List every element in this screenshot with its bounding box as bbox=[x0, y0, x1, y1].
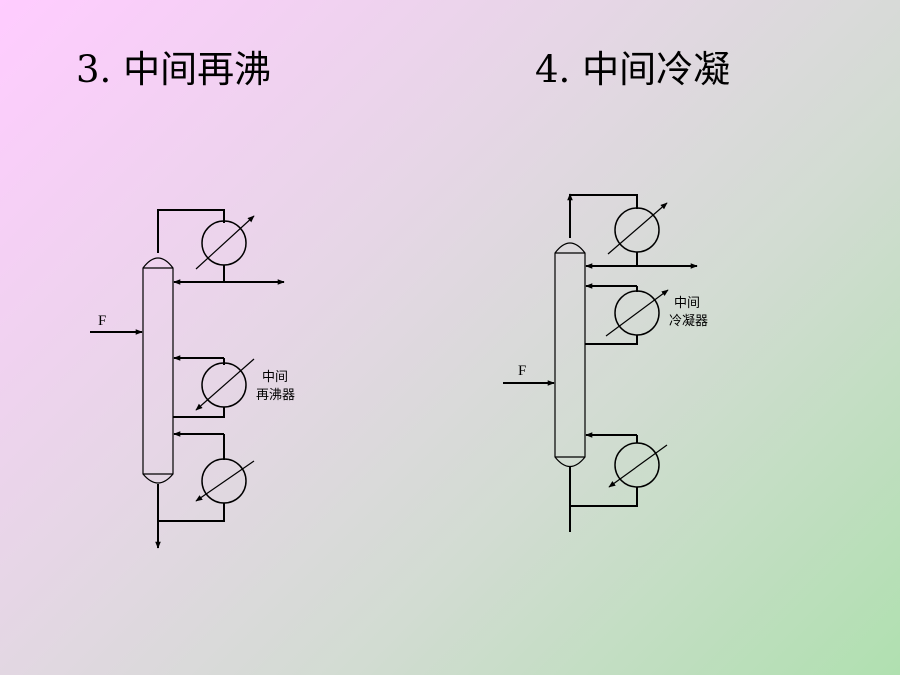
right-top-condenser bbox=[614, 207, 660, 253]
right-diagram bbox=[503, 193, 698, 532]
left-feed-label: F bbox=[98, 313, 106, 329]
left-exchanger-label-line2: 再沸器 bbox=[256, 388, 295, 403]
right-mid-draw-line bbox=[585, 335, 638, 345]
left-mid-draw-line bbox=[173, 407, 225, 418]
right-feed-label: F bbox=[518, 363, 526, 379]
right-bottom-reboiler-arrow bbox=[608, 444, 668, 488]
left-bottom-reboiler-arrow bbox=[195, 460, 255, 502]
right-overhead-vapor-line bbox=[569, 194, 638, 238]
right-bottoms-loop-line bbox=[570, 487, 638, 507]
left-diagram bbox=[90, 209, 285, 549]
title-intermediate-condensing: 4. 中间冷凝 bbox=[535, 48, 731, 91]
title-intermediate-reboiling: 3. 中间再沸 bbox=[76, 48, 272, 91]
right-top-condenser-arrow bbox=[607, 202, 668, 255]
right-exchanger-label-line1: 中间 bbox=[674, 296, 700, 311]
right-exchanger-label-line2: 冷凝器 bbox=[669, 313, 708, 329]
right-column bbox=[554, 242, 586, 468]
left-exchanger-label-line1: 中间 bbox=[262, 370, 288, 385]
left-overhead-vapor-line bbox=[157, 209, 225, 253]
left-top-condenser-arrow bbox=[195, 215, 255, 270]
right-intermediate-condenser-arrow bbox=[605, 289, 669, 337]
right-bottom-reboiler bbox=[614, 442, 660, 488]
left-bottoms-loop-line bbox=[158, 503, 225, 522]
left-column bbox=[142, 257, 174, 484]
left-intermediate-reboiler-arrow bbox=[195, 358, 255, 411]
